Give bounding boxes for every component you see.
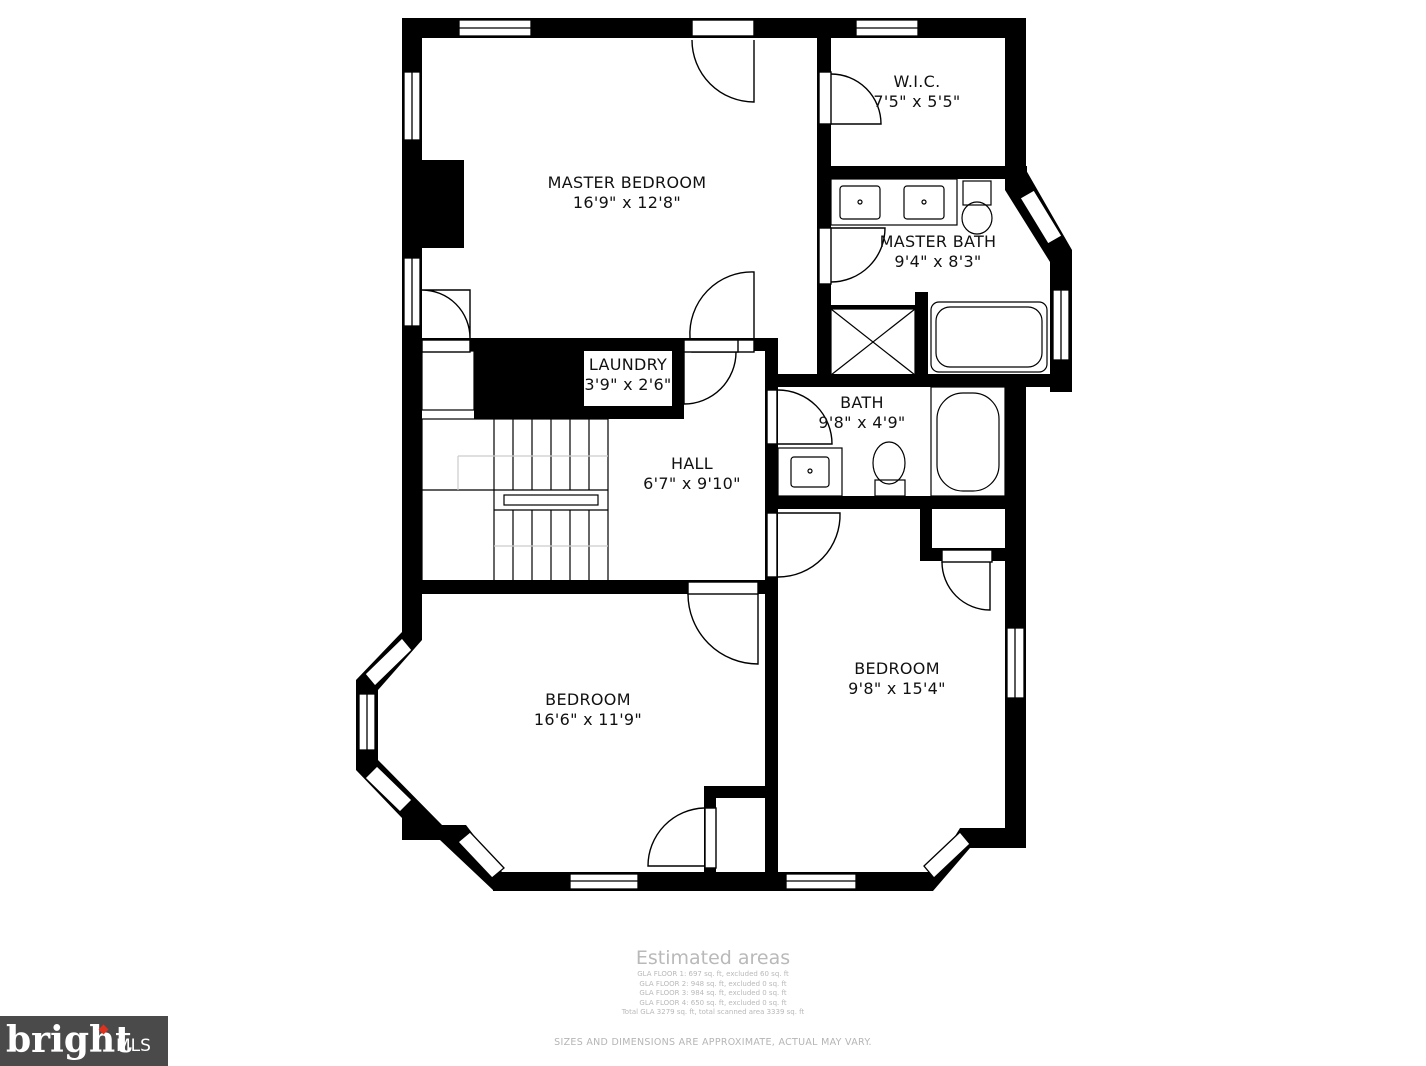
bright-mls-logo: bright MLS [0,1016,168,1066]
brand-suffix: MLS [116,1036,151,1056]
room-dimensions: 3'9" x 2'6" [584,375,672,394]
room-dimensions: 9'4" x 8'3" [894,252,982,271]
room-dimensions: 9'8" x 4'9" [818,413,906,432]
room-name: LAUNDRY [588,355,668,374]
disclaimer: SIZES AND DIMENSIONS ARE APPROXIMATE, AC… [554,1037,872,1048]
estimated-area-line: GLA FLOOR 3: 984 sq. ft, excluded 0 sq. … [639,989,787,997]
brand-word: bright [6,1019,132,1061]
room-name: HALL [670,454,713,473]
room-dimensions: 7'5" x 5'5" [873,92,961,111]
room-name: MASTER BEDROOM [547,173,707,192]
room-dimensions: 16'9" x 12'8" [572,193,682,212]
room-label-laundry: LAUNDRY 3'9" x 2'6" [584,355,671,395]
room-label-bedroom-right: BEDROOM 9'8" x 15'4" [848,659,946,699]
estimated-area-line: GLA FLOOR 1: 697 sq. ft, excluded 60 sq.… [637,970,789,978]
estimated-area-line: GLA FLOOR 2: 948 sq. ft, excluded 0 sq. … [639,979,787,988]
windows [358,19,1070,890]
estimated-area-line: Total GLA 3279 sq. ft, total scanned are… [621,1008,805,1016]
room-dimensions: 6'7" x 9'10" [643,474,741,493]
room-label-master-bedroom: MASTER BEDROOM 16'9" x 12'8" [548,173,707,213]
room-label-master-bath: MASTER BATH 9'4" x 8'3" [880,232,997,272]
room-dimensions: 9'8" x 15'4" [848,679,946,698]
room-name: BATH [840,393,884,412]
room-label-wic: W.I.C. 7'5" x 5'5" [873,72,960,112]
fixtures [421,178,1048,582]
estimated-area-line: GLA FLOOR 4: 650 sq. ft, excluded 0 sq. … [639,998,787,1007]
room-dimensions: 16'6" x 11'9" [533,710,643,729]
room-name: BEDROOM [545,690,631,709]
room-name: BEDROOM [854,659,940,678]
room-name: W.I.C. [893,72,941,91]
room-label-hall: HALL 6'7" x 9'10" [643,454,741,494]
room-label-bedroom-left: BEDROOM 16'6" x 11'9" [534,690,642,730]
doors [421,19,993,869]
estimated-areas: Estimated areas GLA FLOOR 1: 697 sq. ft,… [513,946,913,1018]
room-label-bath: BATH 9'8" x 4'9" [818,393,905,433]
room-name: MASTER BATH [879,232,997,251]
estimated-areas-title: Estimated areas [635,947,791,969]
